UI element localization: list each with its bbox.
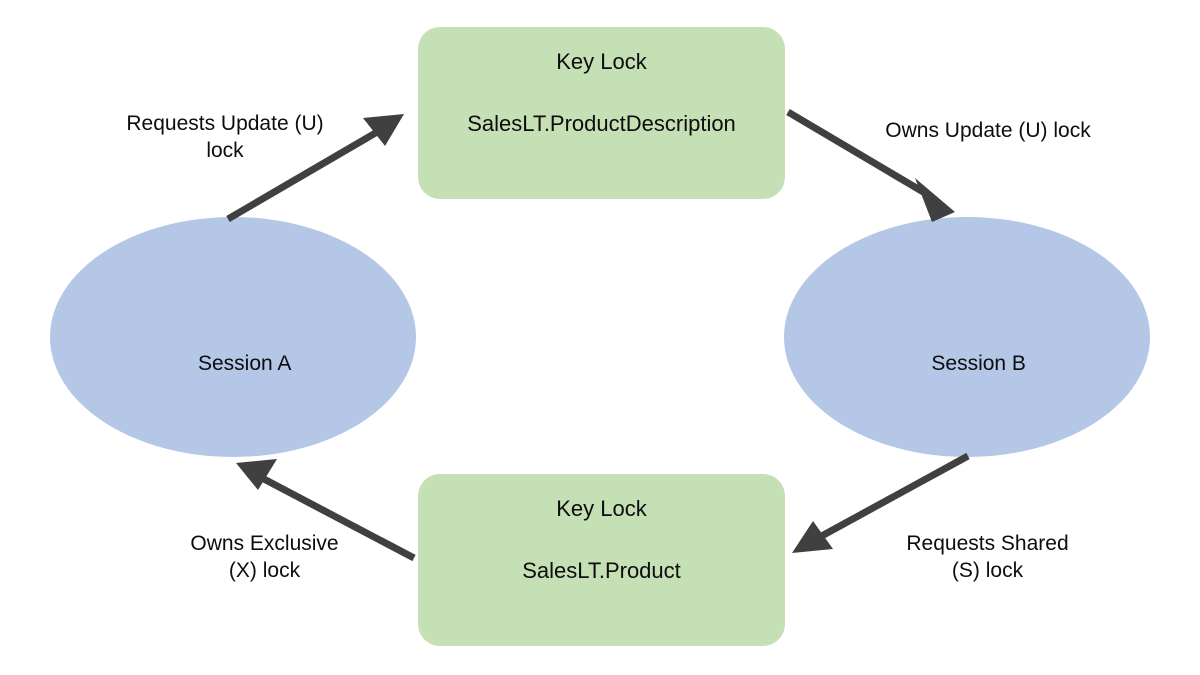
edge-label-line2: lock	[206, 139, 244, 163]
edge-label-owns-update: Owns Update (U) lock	[848, 117, 1128, 144]
edge-label-line2: (X) lock	[228, 559, 301, 583]
arrow-resource-bottom-to-session-a	[236, 459, 416, 562]
arrow-shaft	[226, 124, 386, 223]
resource-bottom-text: Key Lock SalesLT.Product	[418, 474, 785, 646]
arrow-head	[792, 521, 833, 553]
session-b-ellipse[interactable]	[784, 217, 1150, 457]
resource-top-box[interactable]	[418, 27, 785, 199]
resource-top-text: Key Lock SalesLT.ProductDescription	[418, 27, 785, 199]
arrow-session-b-to-resource-bottom	[792, 452, 970, 553]
arrow-session-a-to-resource-top	[226, 114, 404, 223]
edge-label-line2: (S) lock	[951, 559, 1024, 583]
arrow-shaft	[260, 474, 416, 562]
resource-bottom-name: SalesLT.Product	[522, 558, 681, 583]
resource-bottom-box[interactable]	[418, 474, 785, 646]
edge-label-line1: Owns Update (U) lock	[885, 119, 1091, 142]
arrow-resource-top-to-session-b	[786, 108, 955, 222]
edge-label-line1: Owns Exclusive	[190, 532, 339, 555]
arrow-shaft	[786, 108, 932, 200]
edge-label-line1: Requests Shared	[906, 532, 1069, 555]
edge-label-requests-update: Requests Update (U) lock	[90, 110, 360, 165]
edge-label-owns-exclusive: Owns Exclusive (X) lock	[137, 530, 392, 585]
arrow-head	[363, 114, 404, 146]
resource-top-title: Key Lock	[556, 49, 647, 74]
arrow-shaft	[816, 452, 970, 542]
session-a-ellipse[interactable]	[50, 217, 416, 457]
resource-top-name: SalesLT.ProductDescription	[467, 111, 736, 136]
arrow-head	[915, 178, 955, 222]
edge-label-requests-shared: Requests Shared (S) lock	[855, 530, 1120, 585]
edge-label-line1: Requests Update (U)	[126, 112, 324, 135]
arrow-head	[236, 459, 277, 490]
resource-bottom-title: Key Lock	[556, 496, 647, 521]
